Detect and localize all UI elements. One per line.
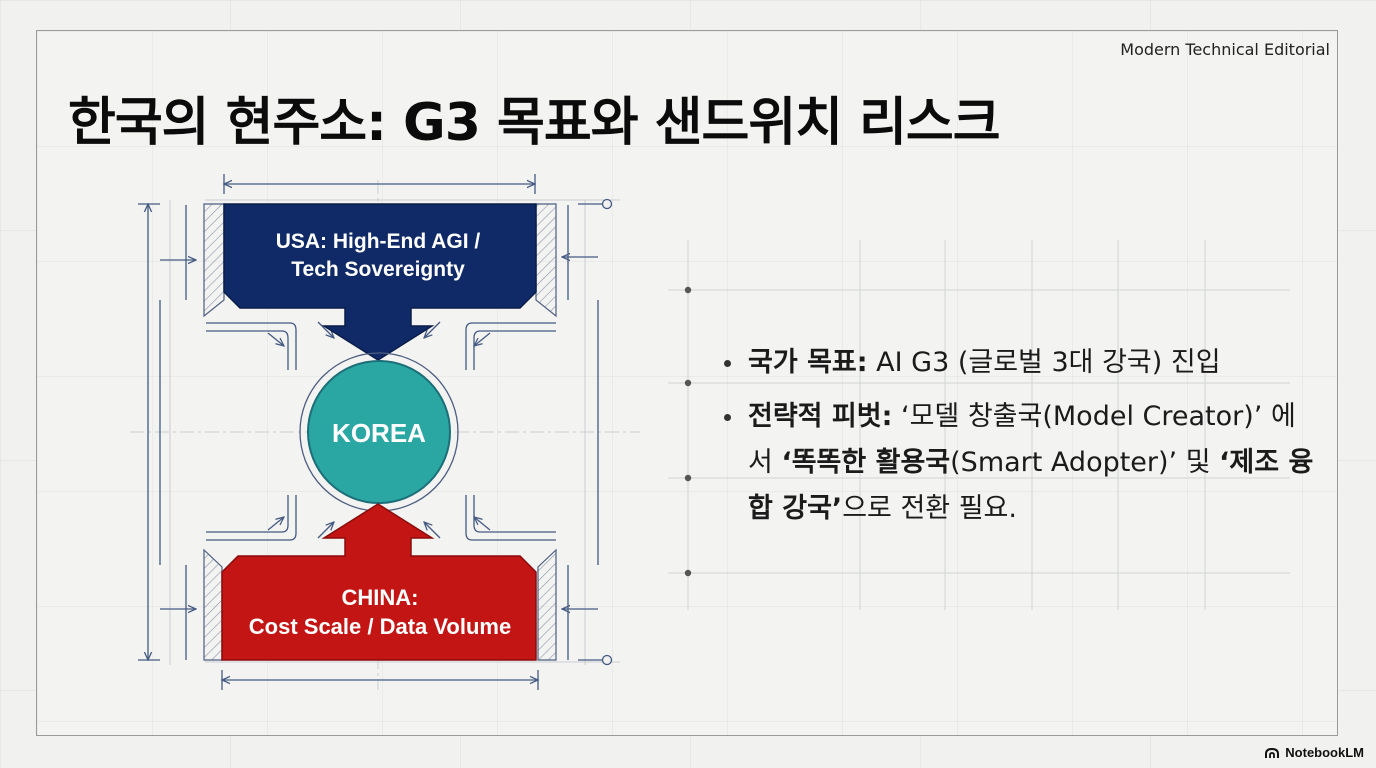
hatched-brackets — [203, 203, 557, 661]
china-box — [221, 503, 537, 661]
bullet-text: (Smart Adopter)’ 및 — [950, 447, 1220, 478]
bullet-label: 국가 목표: — [748, 347, 868, 378]
bullet-text: 으로 전환 필요. — [842, 493, 1017, 524]
bullet-label: 전략적 피벗: — [748, 401, 893, 432]
korea-circle — [307, 360, 451, 504]
brand-footer: NotebookLM — [1264, 745, 1364, 760]
bullet-national-goal: 국가 목표: AI G3 (글로벌 3대 강국) 진입 — [720, 340, 1320, 386]
bullet-emphasis: ‘똑똑한 활용국 — [781, 447, 951, 478]
anchor-points — [601, 198, 613, 666]
dimension-lines — [138, 174, 605, 690]
china-label-line1: CHINA: — [342, 585, 419, 610]
korea-label: KOREA — [332, 418, 426, 448]
table-nodes — [684, 286, 692, 577]
brand-name: NotebookLM — [1285, 745, 1364, 760]
notebooklm-logo-icon — [1265, 747, 1280, 758]
bullet-text: AI G3 (글로벌 3대 강국) 진입 — [867, 347, 1221, 378]
usa-label-line1: USA: High-End AGI / — [276, 230, 481, 253]
china-label-line2: Cost Scale / Data Volume — [249, 614, 511, 639]
usa-label-line2: Tech Sovereignty — [291, 258, 465, 281]
bullet-list: 국가 목표: AI G3 (글로벌 3대 강국) 진입 전략적 피벗: ‘모델 … — [720, 340, 1320, 540]
usa-box — [223, 203, 537, 361]
bullet-emphasis: ‘제조 융합 강국’ — [748, 447, 1314, 524]
bullet-strategic-pivot: 전략적 피벗: ‘모델 창출국(Model Creator)’ 에서 ‘똑똑한 … — [720, 394, 1320, 532]
table-grid — [668, 240, 1290, 610]
style-tag: Modern Technical Editorial — [1120, 40, 1330, 59]
bullet-text: ‘모델 창출국(Model Creator)’ 에서 — [748, 401, 1296, 478]
page-title: 한국의 현주소: G3 목표와 샌드위치 리스크 — [68, 93, 1001, 153]
